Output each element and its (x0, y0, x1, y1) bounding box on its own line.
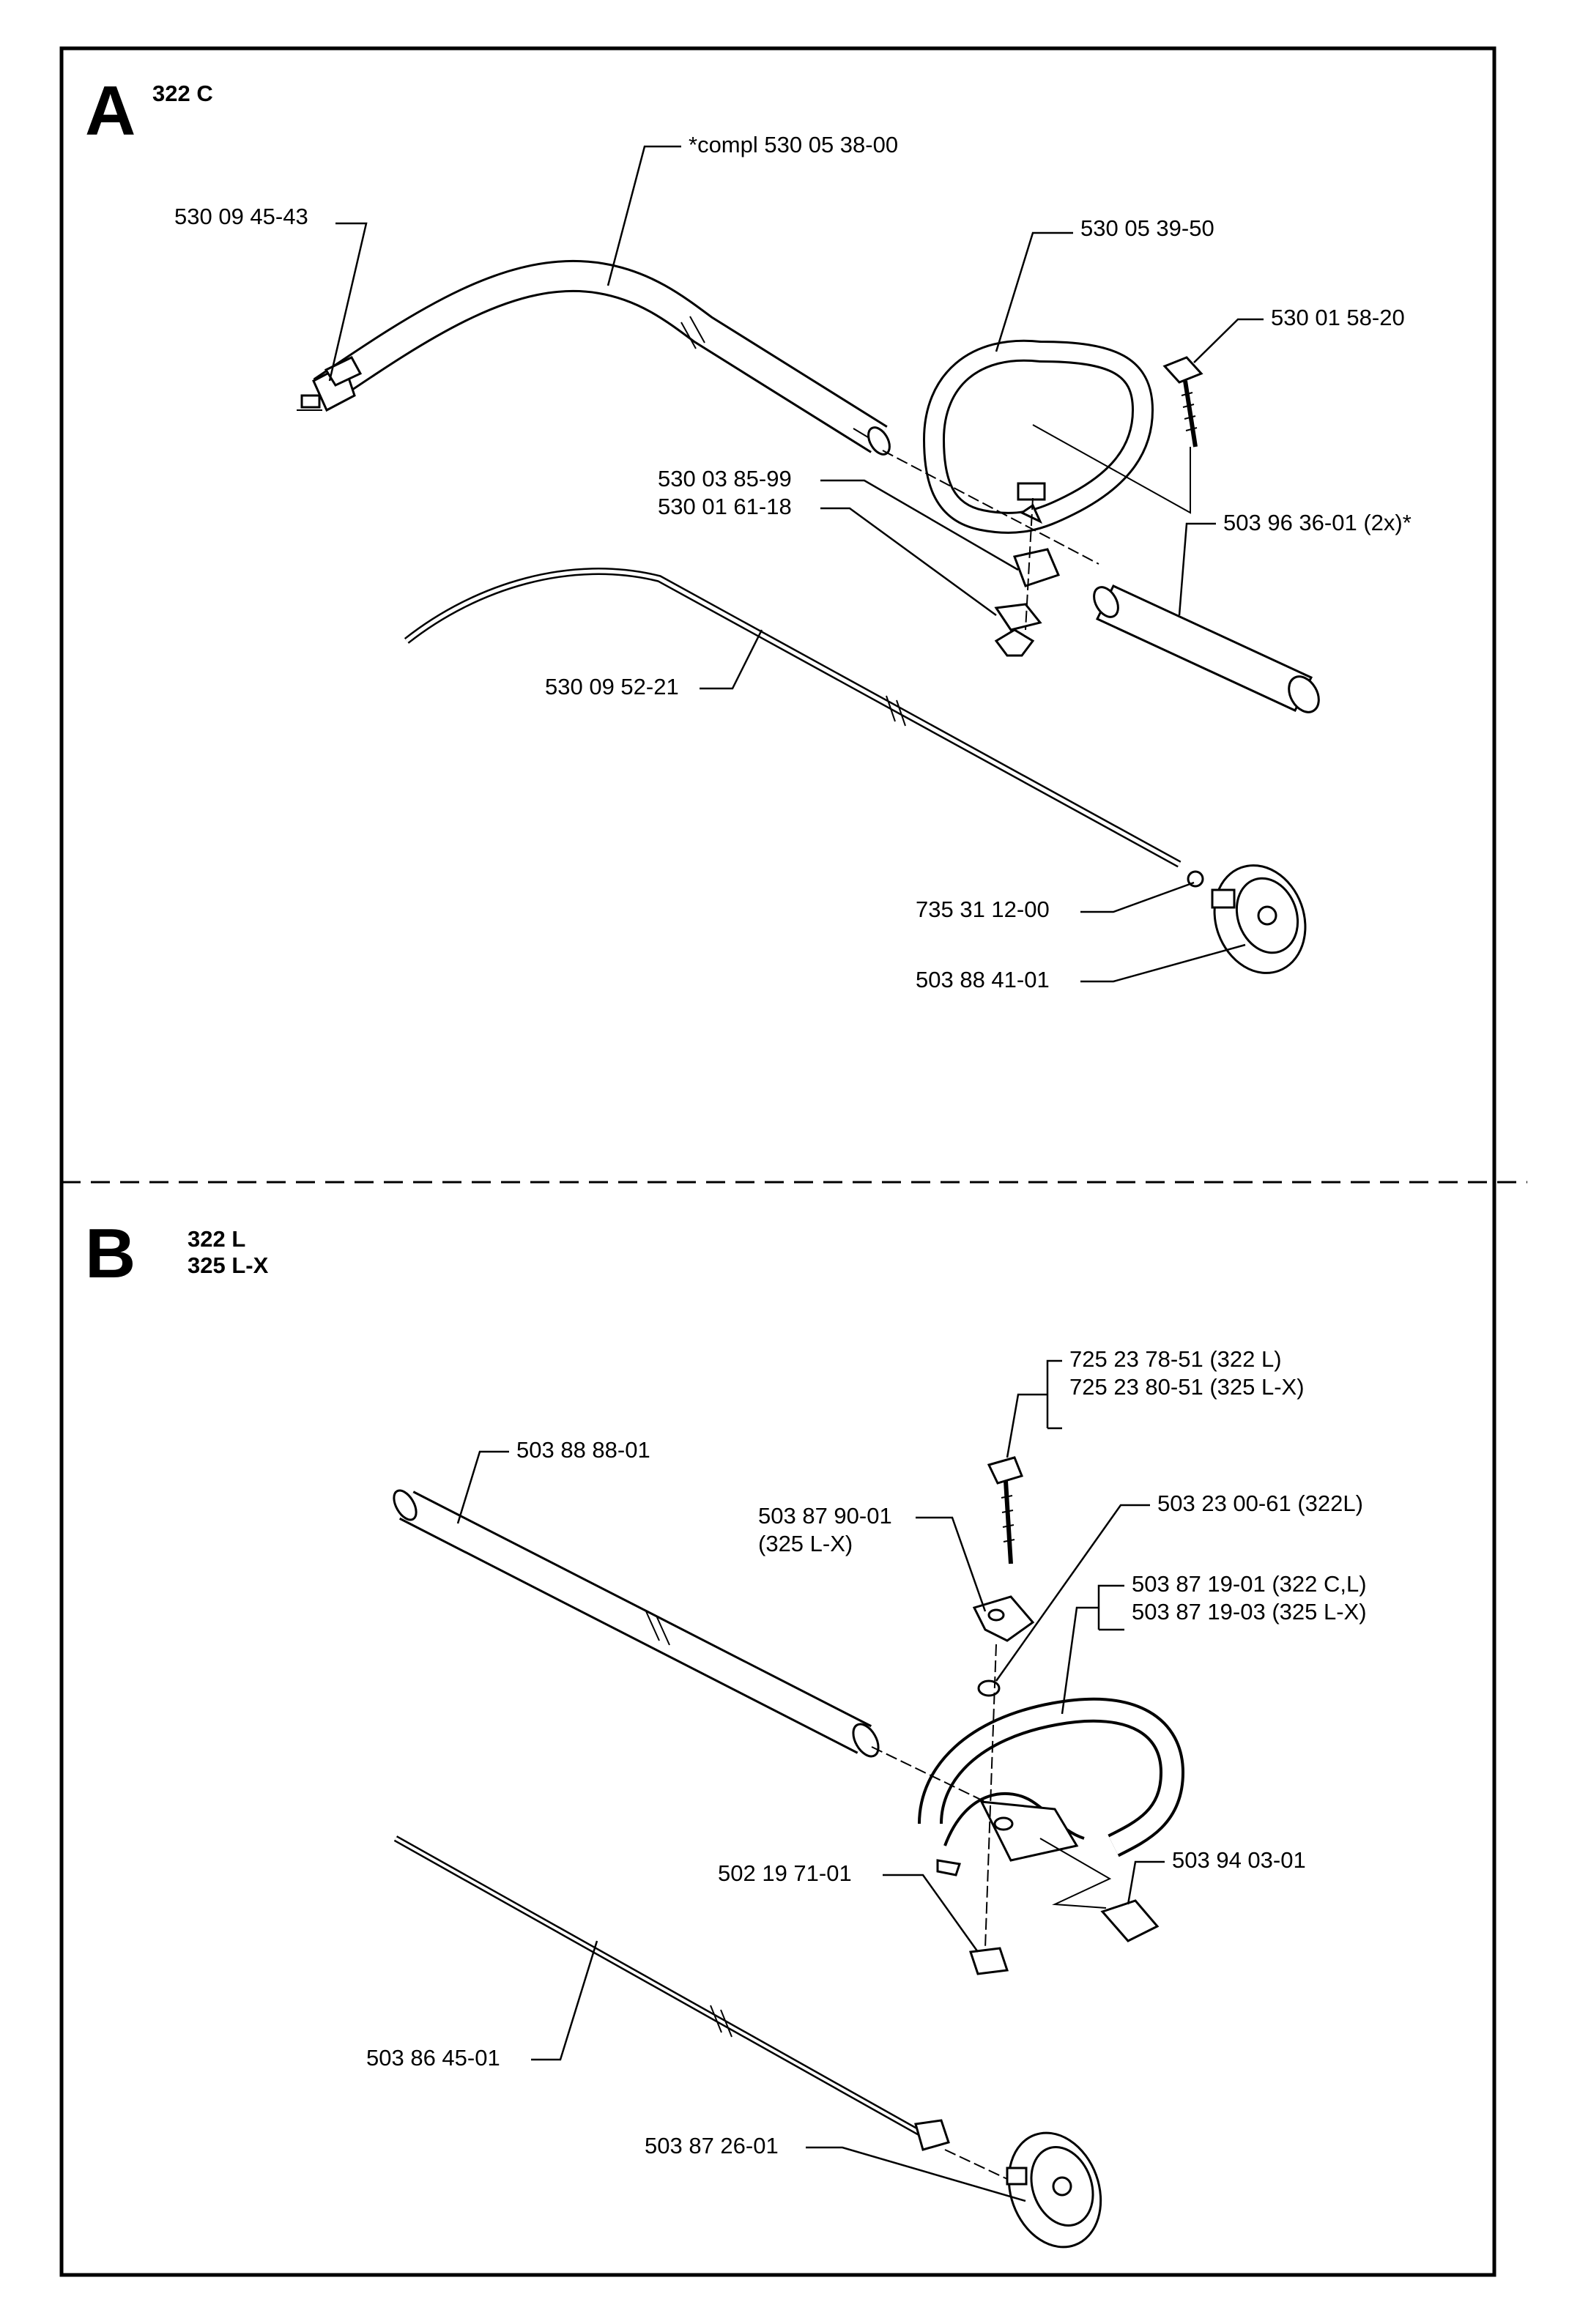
part-label-502197101: 502 19 71-01 (718, 1860, 852, 1886)
part-label-503884101: 503 88 41-01 (916, 967, 1050, 992)
knob-b (972, 1595, 1035, 1642)
bolt-a (1162, 356, 1203, 448)
loop-handle-b (918, 1697, 1185, 1876)
section-a-letter: A (85, 72, 136, 150)
diagram-frame (59, 46, 1496, 2277)
part-label-735311200: 735 31 12-00 (916, 896, 1050, 922)
part-label-530094543: 530 09 45-43 (174, 204, 308, 229)
part-label-530095221: 530 09 52-21 (545, 674, 679, 699)
loop-handle-a (922, 339, 1154, 534)
clip-b (1100, 1899, 1160, 1942)
assembly-lines-a (882, 424, 1191, 631)
washer-b (977, 1679, 1001, 1697)
part-label-503871903: 503 87 19-03 (325 L-X) (1132, 1599, 1367, 1625)
grip-sleeve (1093, 584, 1320, 713)
section-b-model-1: 322 L (188, 1226, 245, 1252)
part-label-325lx-note: (325 L-X) (758, 1531, 853, 1556)
part-label-503864501: 503 86 45-01 (366, 2045, 500, 2071)
clamp-a (994, 548, 1061, 657)
section-b-model-2: 325 L-X (188, 1252, 269, 1278)
leader-lines-b (456, 1359, 1165, 2202)
part-label-530053950: 530 05 39-50 (1080, 215, 1214, 241)
part-label-725237851: 725 23 78-51 (322 L) (1069, 1346, 1282, 1372)
part-label-503872601: 503 87 26-01 (645, 2133, 779, 2158)
clutch-drum-b (1006, 2131, 1102, 2249)
part-label-503871901: 503 87 19-01 (322 C,L) (1132, 1571, 1367, 1597)
section-b-letter: B (85, 1214, 136, 1293)
bent-shaft-tube (297, 259, 891, 456)
part-label-503230061: 503 23 00-61 (322L) (1157, 1490, 1363, 1516)
part-label-530015820: 530 01 58-20 (1271, 305, 1405, 330)
part-label-503963601: 503 96 36-01 (2x)* (1223, 510, 1412, 535)
assembly-lines-b (871, 1644, 1112, 2180)
part-label-503940301: 503 94 03-01 (1172, 1847, 1306, 1873)
part-label-503888801: 503 88 88-01 (516, 1437, 650, 1463)
straight-shaft-tube (393, 1489, 880, 1758)
part-label-530016118: 530 01 61-18 (658, 494, 792, 519)
bolt-b (987, 1456, 1024, 1564)
part-label-530038599: 530 03 85-99 (658, 466, 792, 491)
part-label-compl-shaft: *compl 530 05 38-00 (689, 132, 898, 157)
drive-cable-a (404, 568, 1182, 868)
leader-lines-a (328, 145, 1264, 983)
section-a-model: 322 C (152, 81, 213, 106)
part-label-725238051: 725 23 80-51 (325 L-X) (1069, 1374, 1305, 1400)
square-nut-b (968, 1947, 1009, 1975)
clutch-drum-a (1187, 864, 1307, 974)
drive-shaft-b (393, 1835, 950, 2151)
part-label-503879001: 503 87 90-01 (758, 1503, 892, 1529)
